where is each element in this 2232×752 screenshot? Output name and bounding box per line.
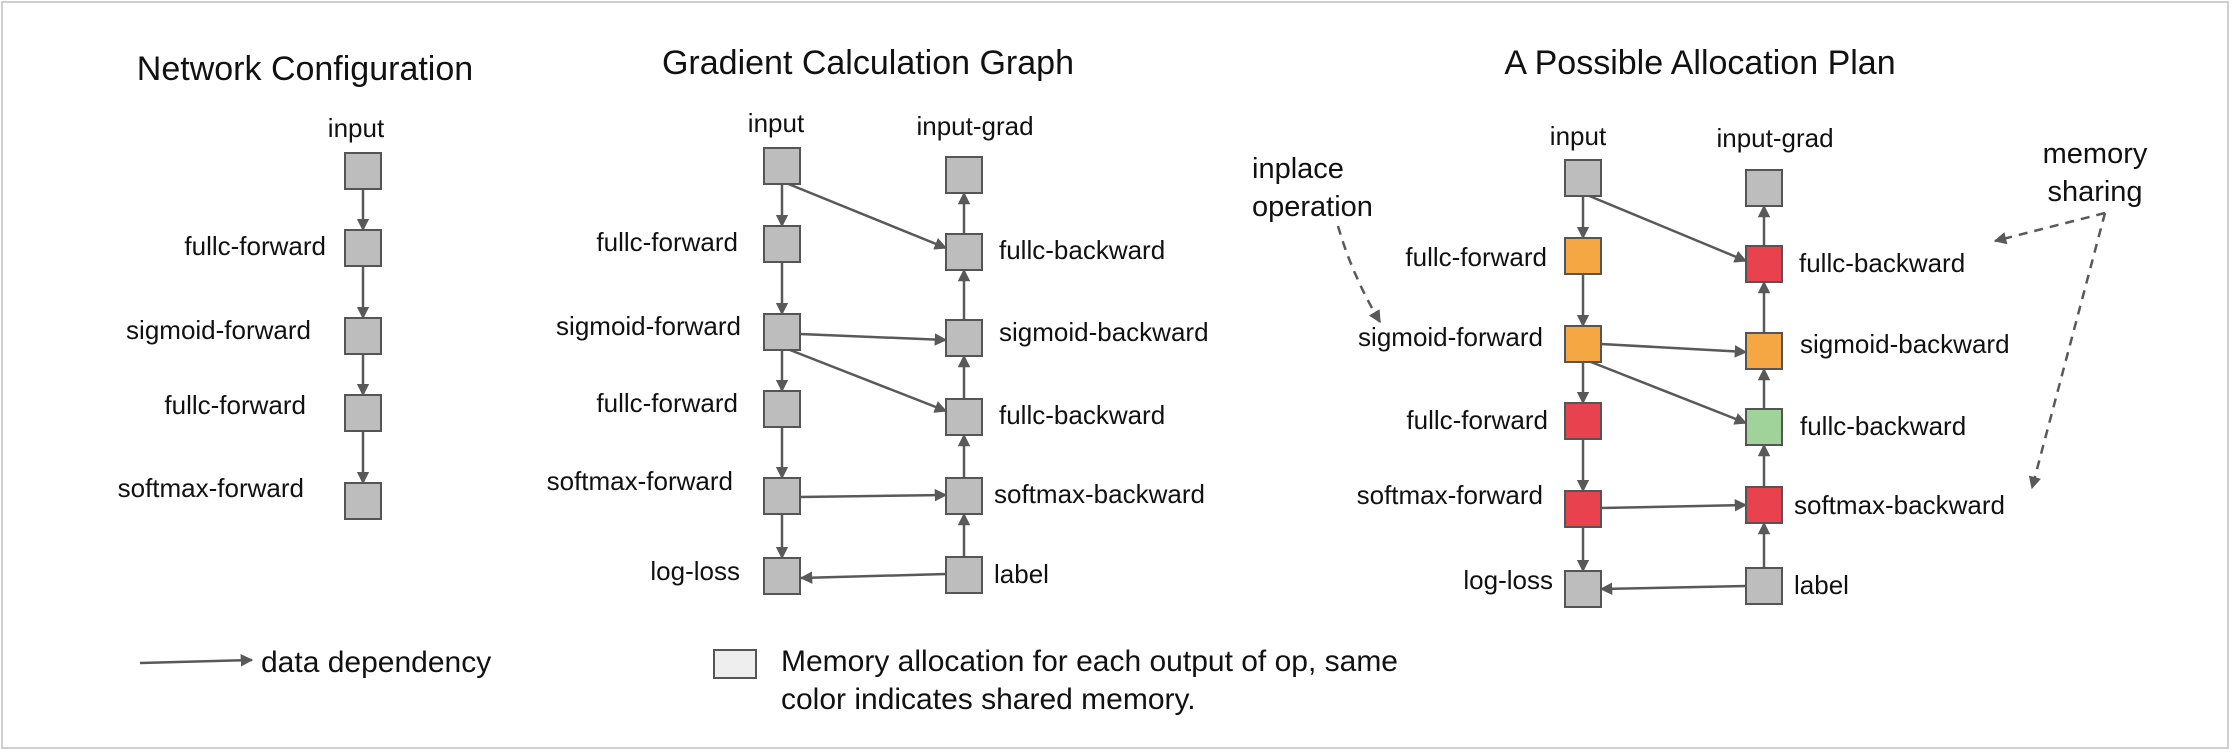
- p3-label-softmax-forward: softmax-forward: [1357, 480, 1543, 510]
- annotation-sharing-arrow-top: [1993, 211, 2106, 245]
- p2-label-softmax-backward: softmax-backward: [994, 479, 1205, 509]
- p2-node-log-loss: [763, 557, 801, 595]
- annotation-inplace-arrow: [1336, 225, 1382, 324]
- edge-p3-f4-b4: [1600, 498, 1748, 512]
- p2-label-sigmoid-forward: sigmoid-forward: [556, 311, 741, 341]
- p2-node-input-grad: [945, 156, 983, 194]
- p3-label-fullc-backward-2: fullc-backward: [1800, 411, 1966, 441]
- p2-node-softmax-forward: [763, 477, 801, 515]
- legend-dependency-label: data dependency: [261, 646, 491, 679]
- p3-node-sigmoid-forward: [1564, 325, 1602, 363]
- annotation-inplace-line2: operation: [1252, 191, 1373, 223]
- p3-node-label: [1745, 567, 1783, 605]
- edge-p2-label-logloss: [799, 571, 947, 584]
- p1-node-input: [344, 152, 382, 190]
- p2-node-fullc-backward-1: [945, 233, 983, 271]
- p2-label-fullc-forward-1: fullc-forward: [596, 227, 738, 257]
- p2-node-sigmoid-forward: [763, 313, 801, 351]
- title-network-configuration: Network Configuration: [137, 50, 473, 88]
- p3-node-softmax-backward: [1745, 486, 1783, 524]
- p3-label-fullc-backward-1: fullc-backward: [1799, 248, 1965, 278]
- p3-node-fullc-backward-1: [1745, 245, 1783, 283]
- p1-label-sigmoid-forward: sigmoid-forward: [126, 315, 311, 345]
- p2-node-fullc-forward-2: [763, 390, 801, 428]
- p2-node-sigmoid-backward: [945, 319, 983, 357]
- legend-memory-line2: color indicates shared memory.: [781, 683, 1196, 716]
- p3-node-fullc-backward-2: [1745, 408, 1783, 446]
- p1-label-input: input: [328, 113, 385, 143]
- p3-node-log-loss: [1564, 570, 1602, 608]
- p3-node-input: [1564, 159, 1602, 197]
- p1-node-fullc-forward-2: [344, 394, 382, 432]
- edge-p2-f4-b4: [799, 488, 948, 502]
- p1-label-softmax-forward: softmax-forward: [118, 473, 304, 503]
- p1-node-softmax-forward: [344, 482, 382, 520]
- panel-gradient-graph: input fullc-forward sigmoid-forward full…: [547, 108, 1209, 595]
- p2-node-softmax-backward: [945, 477, 983, 515]
- p3-label-label: label: [1794, 570, 1849, 600]
- annotation-inplace-line1: inplace: [1252, 153, 1344, 185]
- edge-p3-f0-b1: [1586, 193, 1748, 263]
- legend: data dependency Memory allocation for ea…: [139, 645, 1398, 716]
- p2-label-fullc-backward-2: fullc-backward: [999, 400, 1165, 430]
- p3-label-sigmoid-backward: sigmoid-backward: [1800, 329, 2010, 359]
- panel-allocation-plan: input fullc-forward sigmoid-forward full…: [1252, 121, 2148, 608]
- p3-label-fullc-forward-2: fullc-forward: [1406, 405, 1548, 435]
- p2-label-fullc-backward-1: fullc-backward: [999, 235, 1165, 265]
- edge-p3-f2-b3: [1590, 360, 1748, 425]
- edge-p3-label-logloss: [1599, 582, 1747, 596]
- p3-label-softmax-backward: softmax-backward: [1794, 490, 2005, 520]
- p3-node-input-grad: [1745, 169, 1783, 207]
- p1-node-sigmoid-forward: [344, 317, 382, 355]
- p2-label-input: input: [748, 108, 805, 138]
- p3-node-sigmoid-backward: [1745, 332, 1783, 370]
- p2-node-fullc-forward-1: [763, 225, 801, 263]
- edge-p3-f2-b2: [1600, 342, 1748, 358]
- title-gradient-graph: Gradient Calculation Graph: [662, 44, 1074, 82]
- p3-label-log-loss: log-loss: [1463, 565, 1553, 595]
- p3-label-input-grad: input-grad: [1716, 123, 1833, 153]
- p2-label-input-grad: input-grad: [916, 111, 1033, 141]
- p2-label-fullc-forward-2: fullc-forward: [596, 388, 738, 418]
- p3-node-fullc-forward-1: [1564, 237, 1602, 275]
- p2-label-softmax-forward: softmax-forward: [547, 466, 733, 496]
- title-allocation-plan: A Possible Allocation Plan: [1504, 44, 1895, 82]
- p3-label-sigmoid-forward: sigmoid-forward: [1358, 322, 1543, 352]
- p2-node-label: [945, 556, 983, 594]
- p1-label-fullc-forward-2: fullc-forward: [164, 390, 306, 420]
- p1-node-fullc-forward-1: [344, 229, 382, 267]
- legend-dependency-arrow: [139, 654, 254, 667]
- p2-label-log-loss: log-loss: [650, 556, 740, 586]
- p3-node-softmax-forward: [1564, 490, 1602, 528]
- p3-node-fullc-forward-2: [1564, 402, 1602, 440]
- p2-label-label: label: [994, 559, 1049, 589]
- annotation-sharing-arrow-bottom: [2028, 212, 2107, 490]
- edge-p2-f2-b2: [799, 332, 948, 346]
- edge-p2-f2-b3: [789, 348, 948, 413]
- p3-label-fullc-forward-1: fullc-forward: [1405, 242, 1547, 272]
- legend-memory-swatch: [713, 649, 757, 679]
- panel-network-configuration: input fullc-forward sigmoid-forward full…: [118, 113, 385, 520]
- p3-label-input: input: [1550, 121, 1607, 151]
- legend-memory-line1: Memory allocation for each output of op,…: [781, 645, 1398, 678]
- edge-p2-f0-b1: [785, 181, 948, 250]
- p2-node-fullc-backward-2: [945, 398, 983, 436]
- annotation-sharing-line2: sharing: [2047, 176, 2142, 208]
- annotation-sharing-line1: memory: [2043, 138, 2148, 170]
- p2-label-sigmoid-backward: sigmoid-backward: [999, 317, 1209, 347]
- p2-node-input: [763, 147, 801, 185]
- p1-label-fullc-forward-1: fullc-forward: [184, 231, 326, 261]
